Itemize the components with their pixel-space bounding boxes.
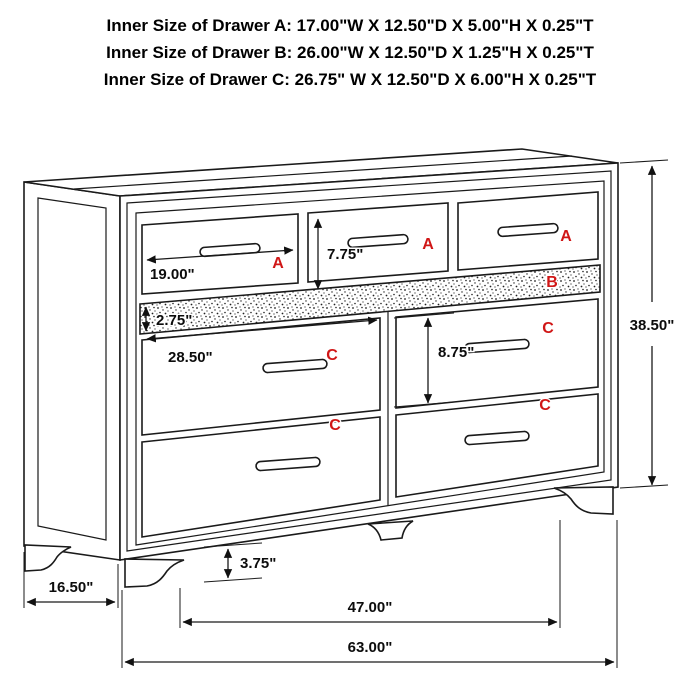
dim-side-depth: 16.50": [23, 552, 119, 608]
drawer-c-upper-right: [395, 298, 599, 409]
drawer-letter-c-upper-right: C: [542, 320, 554, 337]
dim-overall-height-label: 38.50": [630, 317, 675, 334]
dim-drawer-c-height: 8.75": [393, 312, 476, 408]
drawer-letter-c-lower-left: C: [329, 417, 341, 434]
spec-header: Inner Size of Drawer A: 17.00"W X 12.50"…: [0, 12, 700, 93]
dim-feet-span: 47.00": [179, 520, 561, 628]
drawer-letter-c-lower-right: C: [539, 397, 551, 414]
dim-drawer-c-height-label: 8.75": [438, 344, 474, 361]
center-foot: [367, 520, 414, 541]
spec-line-drawer-b: Inner Size of Drawer B: 26.00"W X 12.50"…: [106, 43, 594, 62]
front-right-foot: [553, 486, 614, 515]
dim-side-depth-label: 16.50": [49, 579, 94, 596]
drawer-c-lower-left: [141, 416, 381, 538]
back-left-foot: [24, 544, 72, 572]
drawer-opening-frame: [135, 180, 605, 546]
drawer-letter-a1: A: [272, 255, 284, 272]
handle-a3-icon: [497, 222, 559, 238]
drawer-letter-a3: A: [560, 228, 572, 245]
dim-drawer-a-height: 7.75": [313, 218, 365, 290]
dim-drawer-b-height-label: 2.75": [156, 312, 192, 329]
handle-c-upper-left-icon: [262, 358, 328, 374]
dim-drawer-a-width: 19.00": [146, 246, 294, 285]
drawer-letter-b: B: [546, 274, 558, 291]
dim-drawer-c-width-label: 28.50": [168, 349, 213, 366]
dim-overall-width: 63.00": [121, 520, 618, 668]
drawer-letter-c-upper-left: C: [326, 347, 338, 364]
front-moulding: [126, 170, 612, 552]
dim-foot-height-label: 3.75": [240, 555, 276, 572]
dim-foot-height: 3.75": [203, 542, 278, 583]
handle-c-upper-right-icon: [464, 338, 530, 354]
dim-overall-width-label: 63.00": [348, 639, 393, 656]
dim-feet-span-label: 47.00": [348, 599, 393, 616]
handle-c-lower-right-icon: [464, 430, 530, 446]
drawer-c-lower-right: [395, 393, 599, 498]
drawer-letter-a2: A: [422, 236, 434, 253]
dim-drawer-a-width-label: 19.00": [150, 266, 195, 283]
front-left-foot: [124, 558, 185, 588]
drawers: [139, 191, 601, 538]
side-panel-inset: [37, 197, 107, 541]
handle-a2-icon: [347, 233, 409, 249]
dim-drawer-a-height-label: 7.75": [327, 246, 363, 263]
spec-line-drawer-a: Inner Size of Drawer A: 17.00"W X 12.50"…: [106, 16, 594, 35]
handle-c-lower-left-icon: [255, 456, 321, 472]
dim-overall-height: 38.50": [619, 159, 676, 489]
dimensions: 19.00" 7.75" 2.75" 28.50" 8.75" 38.50": [23, 159, 676, 668]
spec-line-drawer-c: Inner Size of Drawer C: 26.75" W X 12.50…: [103, 70, 597, 89]
top-moulding-line: [73, 155, 573, 190]
dim-drawer-c-width: 28.50": [146, 316, 378, 368]
